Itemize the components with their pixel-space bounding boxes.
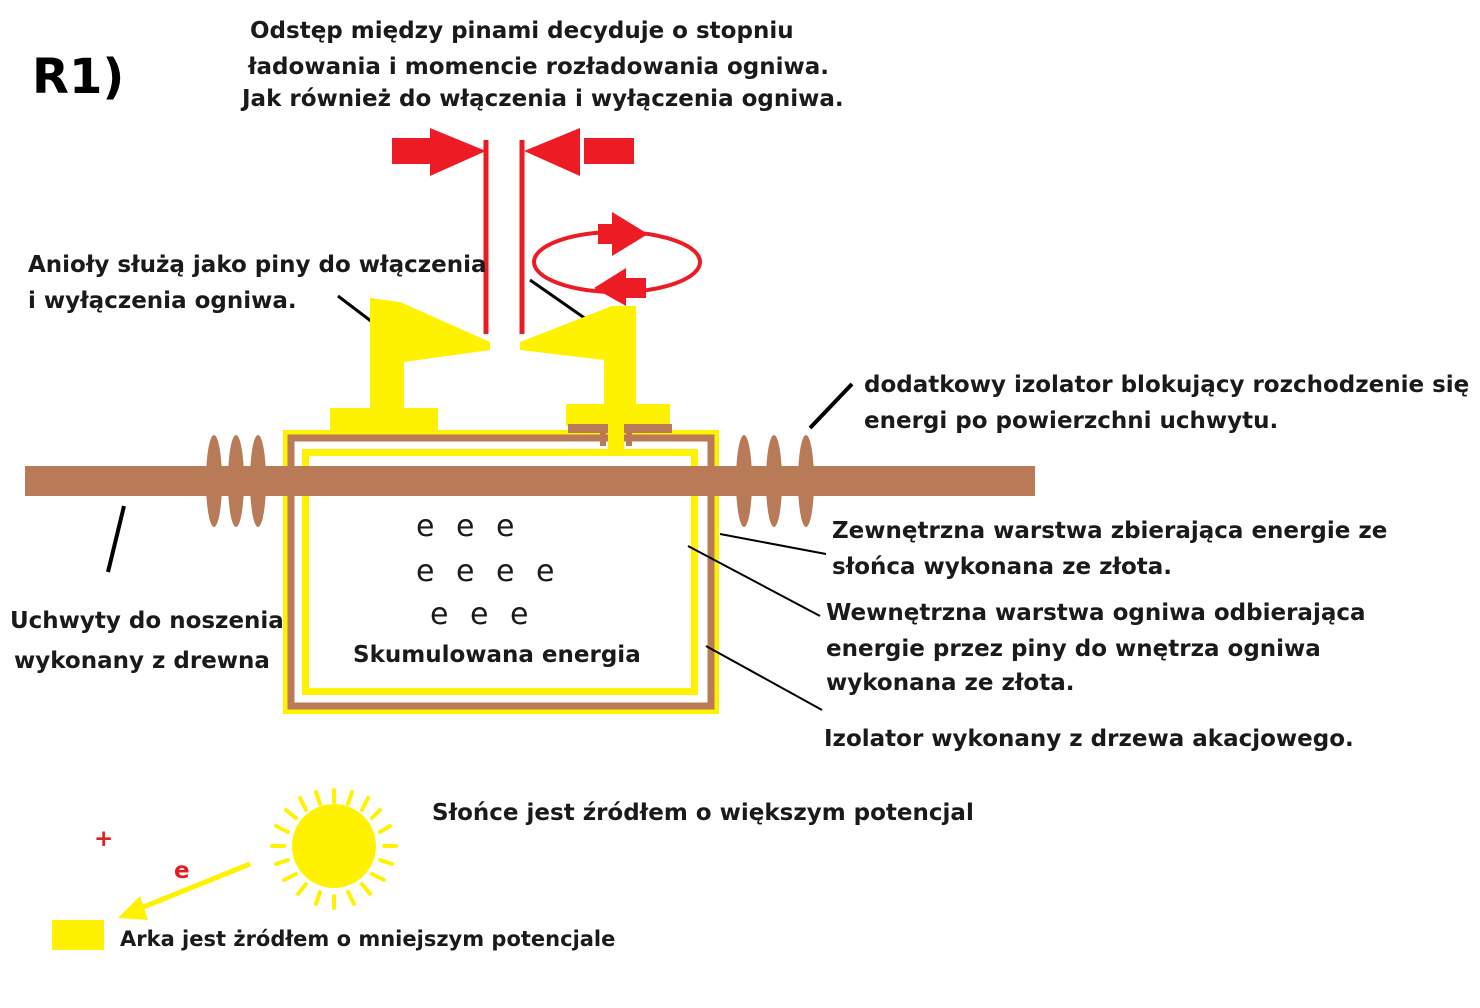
- sun-icon: [270, 788, 398, 910]
- extra-insulator-line-2: energi po powierzchni uchwytu.: [864, 408, 1278, 434]
- angels-line-2: i wyłączenia ogniwa.: [28, 288, 297, 314]
- electron-label: e: [174, 858, 190, 884]
- angels-line-1: Anioły służą jako piny do włączenia: [28, 252, 487, 278]
- top-note-line-3: Jak również do włączenia i wyłączenia og…: [240, 86, 844, 112]
- insulator-pointer: [705, 645, 823, 711]
- outer-layer-pointer: [719, 533, 827, 555]
- angels-label: Anioły służą jako piny do włączenia i wy…: [28, 252, 487, 314]
- extra-insulator-line-1: dodatkowy izolator blokujący rozchodzeni…: [864, 372, 1469, 398]
- pin-contact: [568, 424, 672, 454]
- accumulated-energy-label: Skumulowana energia: [353, 642, 641, 668]
- electron-cluster: e e e e e e e e e e: [416, 509, 560, 632]
- sun-note: Słońce jest źródłem o większym potencjal: [432, 800, 974, 826]
- electron-row-3: e e e: [430, 597, 534, 632]
- outer-layer-line-2: słońca wykonana ze złota.: [832, 554, 1172, 580]
- inner-layer-line-1: Wewnętrzna warstwa ogniwa odbierająca: [826, 600, 1366, 626]
- electron-flow-arrow: [118, 861, 251, 920]
- electron-row-2: e e e e: [416, 554, 560, 589]
- top-note: Odstęp między pinami decyduje o stopniu …: [240, 18, 844, 112]
- ark-legend-swatch: [52, 920, 104, 950]
- wood-insulator-layer: [287, 434, 715, 710]
- inner-layer-line-3: wykonana ze złota.: [826, 670, 1075, 696]
- handles-line-1: Uchwyty do noszenia: [10, 608, 284, 634]
- top-note-line-2: ładowania i momencie rozładowania ogniwa…: [247, 54, 829, 80]
- outer-layer-line-1: Zewnętrzna warstwa zbierająca energie ze: [832, 518, 1387, 544]
- diagram-title: R1): [32, 49, 124, 105]
- angel-pin-right: [520, 306, 670, 426]
- insulator-rings: [206, 435, 814, 527]
- inner-layer-pointer: [687, 545, 821, 617]
- inner-layer-line-2: energie przez piny do wnętrza ogniwa: [826, 636, 1321, 662]
- top-note-line-1: Odstęp między pinami decyduje o stopniu: [250, 18, 794, 44]
- handles-pointer: [106, 505, 126, 573]
- angel-pin-left: [330, 298, 490, 432]
- rotation-arrows-icon: [532, 212, 702, 306]
- electron-row-1: e e e: [416, 509, 520, 544]
- handles-line-2: wykonany z drewna: [14, 648, 270, 674]
- compression-arrows-icon: [392, 128, 634, 334]
- insulator-label: Izolator wykonany z drzewa akacjowego.: [824, 726, 1354, 752]
- extra-insulator-pointer: [808, 382, 854, 430]
- ark-note: Arka jest żródłem o mniejszym potencjale: [120, 927, 615, 951]
- wooden-handle: [25, 466, 1035, 496]
- plus-sign: +: [94, 826, 113, 852]
